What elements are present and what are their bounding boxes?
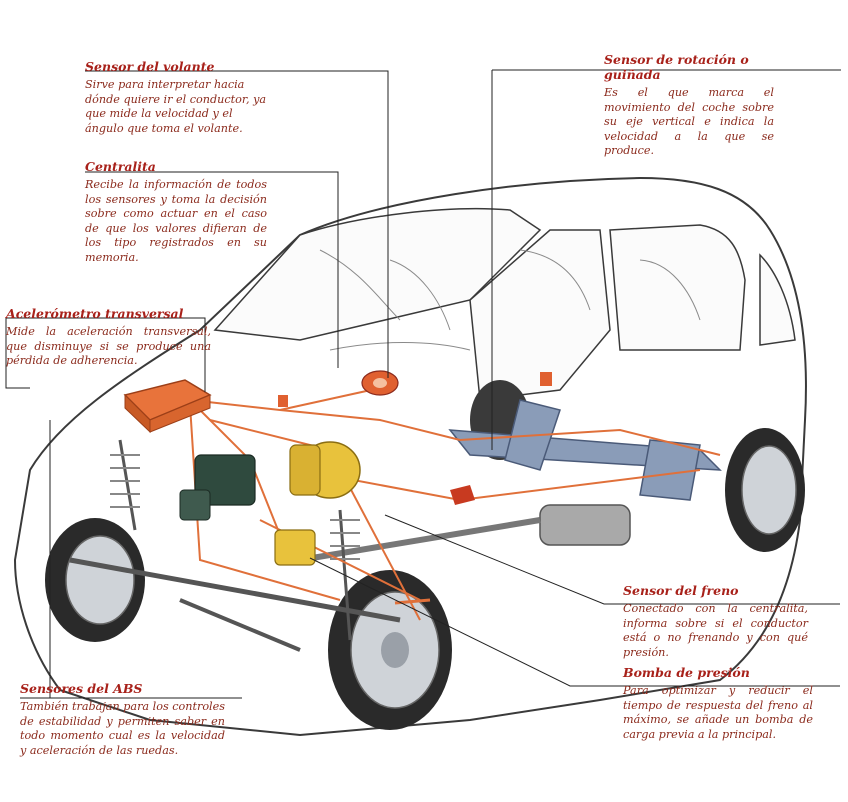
label-sensores-abs: Sensores del ABS También trabajan para l…: [20, 681, 225, 758]
label-title: Acelerómetro transversal: [6, 306, 211, 321]
label-body: Para optimizar y reducir el tiempo de re…: [623, 684, 813, 742]
label-bomba-presion: Bomba de presión Para optimizar y reduci…: [623, 665, 813, 742]
label-body: Conectado con la centralita, informa sob…: [623, 602, 808, 660]
label-sensor-freno: Sensor del freno Conectado con la centra…: [623, 583, 808, 660]
label-title: Sensor de rotación o guiñada: [604, 52, 774, 82]
label-body: Es el que marca el movimiento del coche …: [604, 86, 774, 159]
label-body: Sirve para interpretar hacia dónde quier…: [85, 78, 267, 136]
label-sensor-volante: Sensor del volante Sirve para interpreta…: [85, 59, 267, 136]
label-title: Sensores del ABS: [20, 681, 225, 696]
label-body: Mide la aceleración transversal, que dis…: [6, 325, 211, 369]
label-title: Bomba de presión: [623, 665, 813, 680]
label-title: Sensor del freno: [623, 583, 808, 598]
label-body: Recibe la información de todos los senso…: [85, 178, 267, 265]
label-centralita: Centralita Recibe la información de todo…: [85, 159, 267, 265]
label-sensor-rotacion: Sensor de rotación o guiñada Es el que m…: [604, 52, 774, 159]
label-body: También trabajan para los controles de e…: [20, 700, 225, 758]
label-acelerometro: Acelerómetro transversal Mide la acelera…: [6, 306, 211, 369]
label-title: Centralita: [85, 159, 267, 174]
label-title: Sensor del volante: [85, 59, 267, 74]
